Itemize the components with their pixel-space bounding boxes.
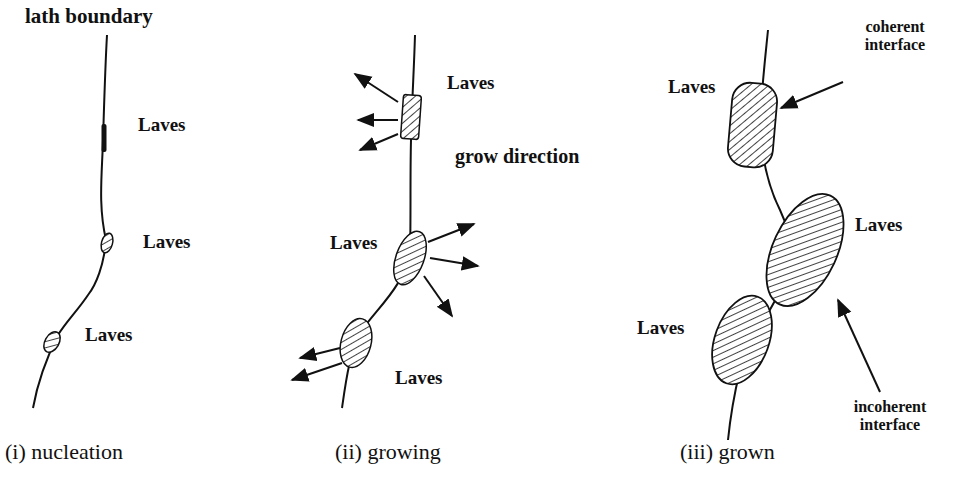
part-label: Laves — [637, 318, 685, 339]
growth-arrow — [292, 74, 478, 380]
part-label: Laves — [138, 115, 186, 136]
laves-particle — [102, 124, 107, 152]
part-label: Laves — [668, 77, 716, 98]
part-label: grow direction — [455, 145, 579, 167]
laves-particle — [751, 182, 860, 318]
part-label: coherent interface — [845, 18, 945, 53]
panel-caption: (ii) growing — [335, 440, 441, 464]
part-label: Laves — [330, 233, 378, 254]
laves-particle — [40, 329, 63, 355]
panel-caption: (i) nucleation — [5, 440, 123, 464]
part-label: Laves — [855, 215, 903, 236]
lath-boundary-line — [33, 35, 107, 408]
part-label: Laves — [395, 368, 443, 389]
laves-particle — [726, 81, 778, 169]
part-label: Laves — [85, 325, 133, 346]
part-label: Laves — [447, 73, 495, 94]
part-label: Laves — [143, 232, 191, 253]
panel-caption: (iii) grown — [680, 440, 775, 464]
laves-particle — [701, 288, 783, 393]
part-label: lath boundary — [25, 5, 153, 28]
callout-arrow — [781, 82, 880, 392]
laves-particle — [99, 232, 115, 254]
part-label: incoherent interface — [830, 398, 950, 433]
laves-particle — [400, 94, 421, 139]
